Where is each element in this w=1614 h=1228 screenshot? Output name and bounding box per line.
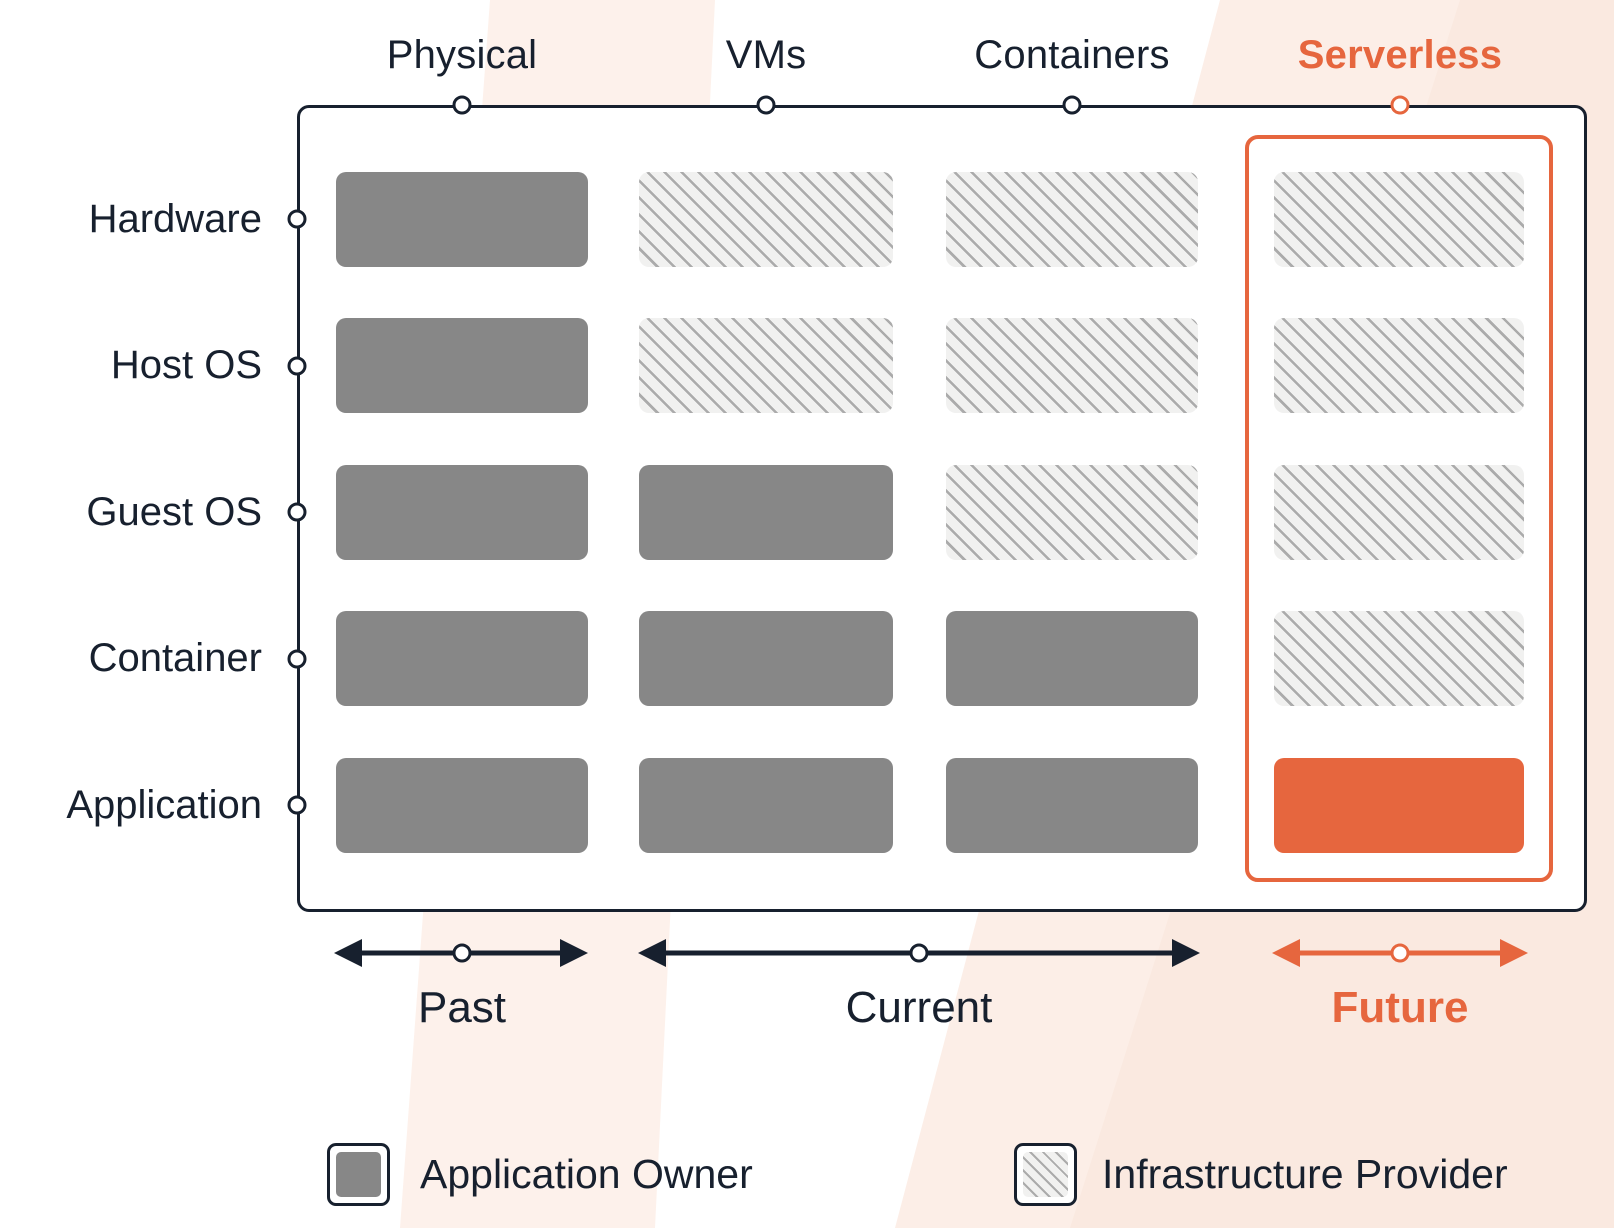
legend-swatch-application-owner — [327, 1143, 390, 1206]
cell-host-os-physical — [336, 318, 588, 413]
legend-swatch-infrastructure-provider — [1014, 1143, 1077, 1206]
cell-application-physical — [336, 758, 588, 853]
past-arrow — [334, 939, 588, 967]
cell-application-containers — [946, 758, 1198, 853]
current-arrow — [638, 939, 1200, 967]
cell-container-physical — [336, 611, 588, 706]
cell-host-os-serverless — [1274, 318, 1524, 413]
cell-application-serverless — [1274, 758, 1524, 853]
row-label-container: Container — [88, 636, 262, 680]
legend-label-application-owner: Application Owner — [420, 1151, 753, 1197]
row-label-hardware: Hardware — [88, 197, 262, 241]
cell-guest-os-containers — [946, 465, 1198, 560]
cell-application-vms — [639, 758, 893, 853]
cell-hardware-physical — [336, 172, 588, 267]
column-header-serverless: Serverless — [1297, 33, 1503, 77]
column-header-physical: Physical — [386, 33, 538, 77]
cell-container-containers — [946, 611, 1198, 706]
cell-container-vms — [639, 611, 893, 706]
timeline-label-future: Future — [1331, 983, 1469, 1032]
cell-container-serverless — [1274, 611, 1524, 706]
legend-swatch-fill-infrastructure-provider — [1023, 1152, 1068, 1197]
cell-host-os-containers — [946, 318, 1198, 413]
legend-swatch-fill-application-owner — [336, 1152, 381, 1197]
legend-label-infrastructure-provider: Infrastructure Provider — [1102, 1151, 1508, 1197]
row-label-guest-os: Guest OS — [86, 490, 262, 534]
current-node-circle — [909, 943, 929, 963]
cell-hardware-containers — [946, 172, 1198, 267]
timeline-label-current: Current — [845, 983, 993, 1032]
row-label-host-os: Host OS — [110, 343, 262, 387]
row-label-application: Application — [66, 783, 262, 827]
cell-guest-os-vms — [639, 465, 893, 560]
cell-guest-os-physical — [336, 465, 588, 560]
cell-hardware-vms — [639, 172, 893, 267]
future-arrow — [1272, 939, 1528, 967]
cell-host-os-vms — [639, 318, 893, 413]
column-header-vms: VMs — [725, 33, 807, 77]
past-node-circle — [452, 943, 472, 963]
future-node-circle — [1390, 943, 1410, 963]
cell-guest-os-serverless — [1274, 465, 1524, 560]
serverless-highlight-frame — [1245, 135, 1553, 882]
cell-hardware-serverless — [1274, 172, 1524, 267]
column-header-containers: Containers — [974, 33, 1170, 77]
timeline-label-past: Past — [417, 983, 507, 1032]
